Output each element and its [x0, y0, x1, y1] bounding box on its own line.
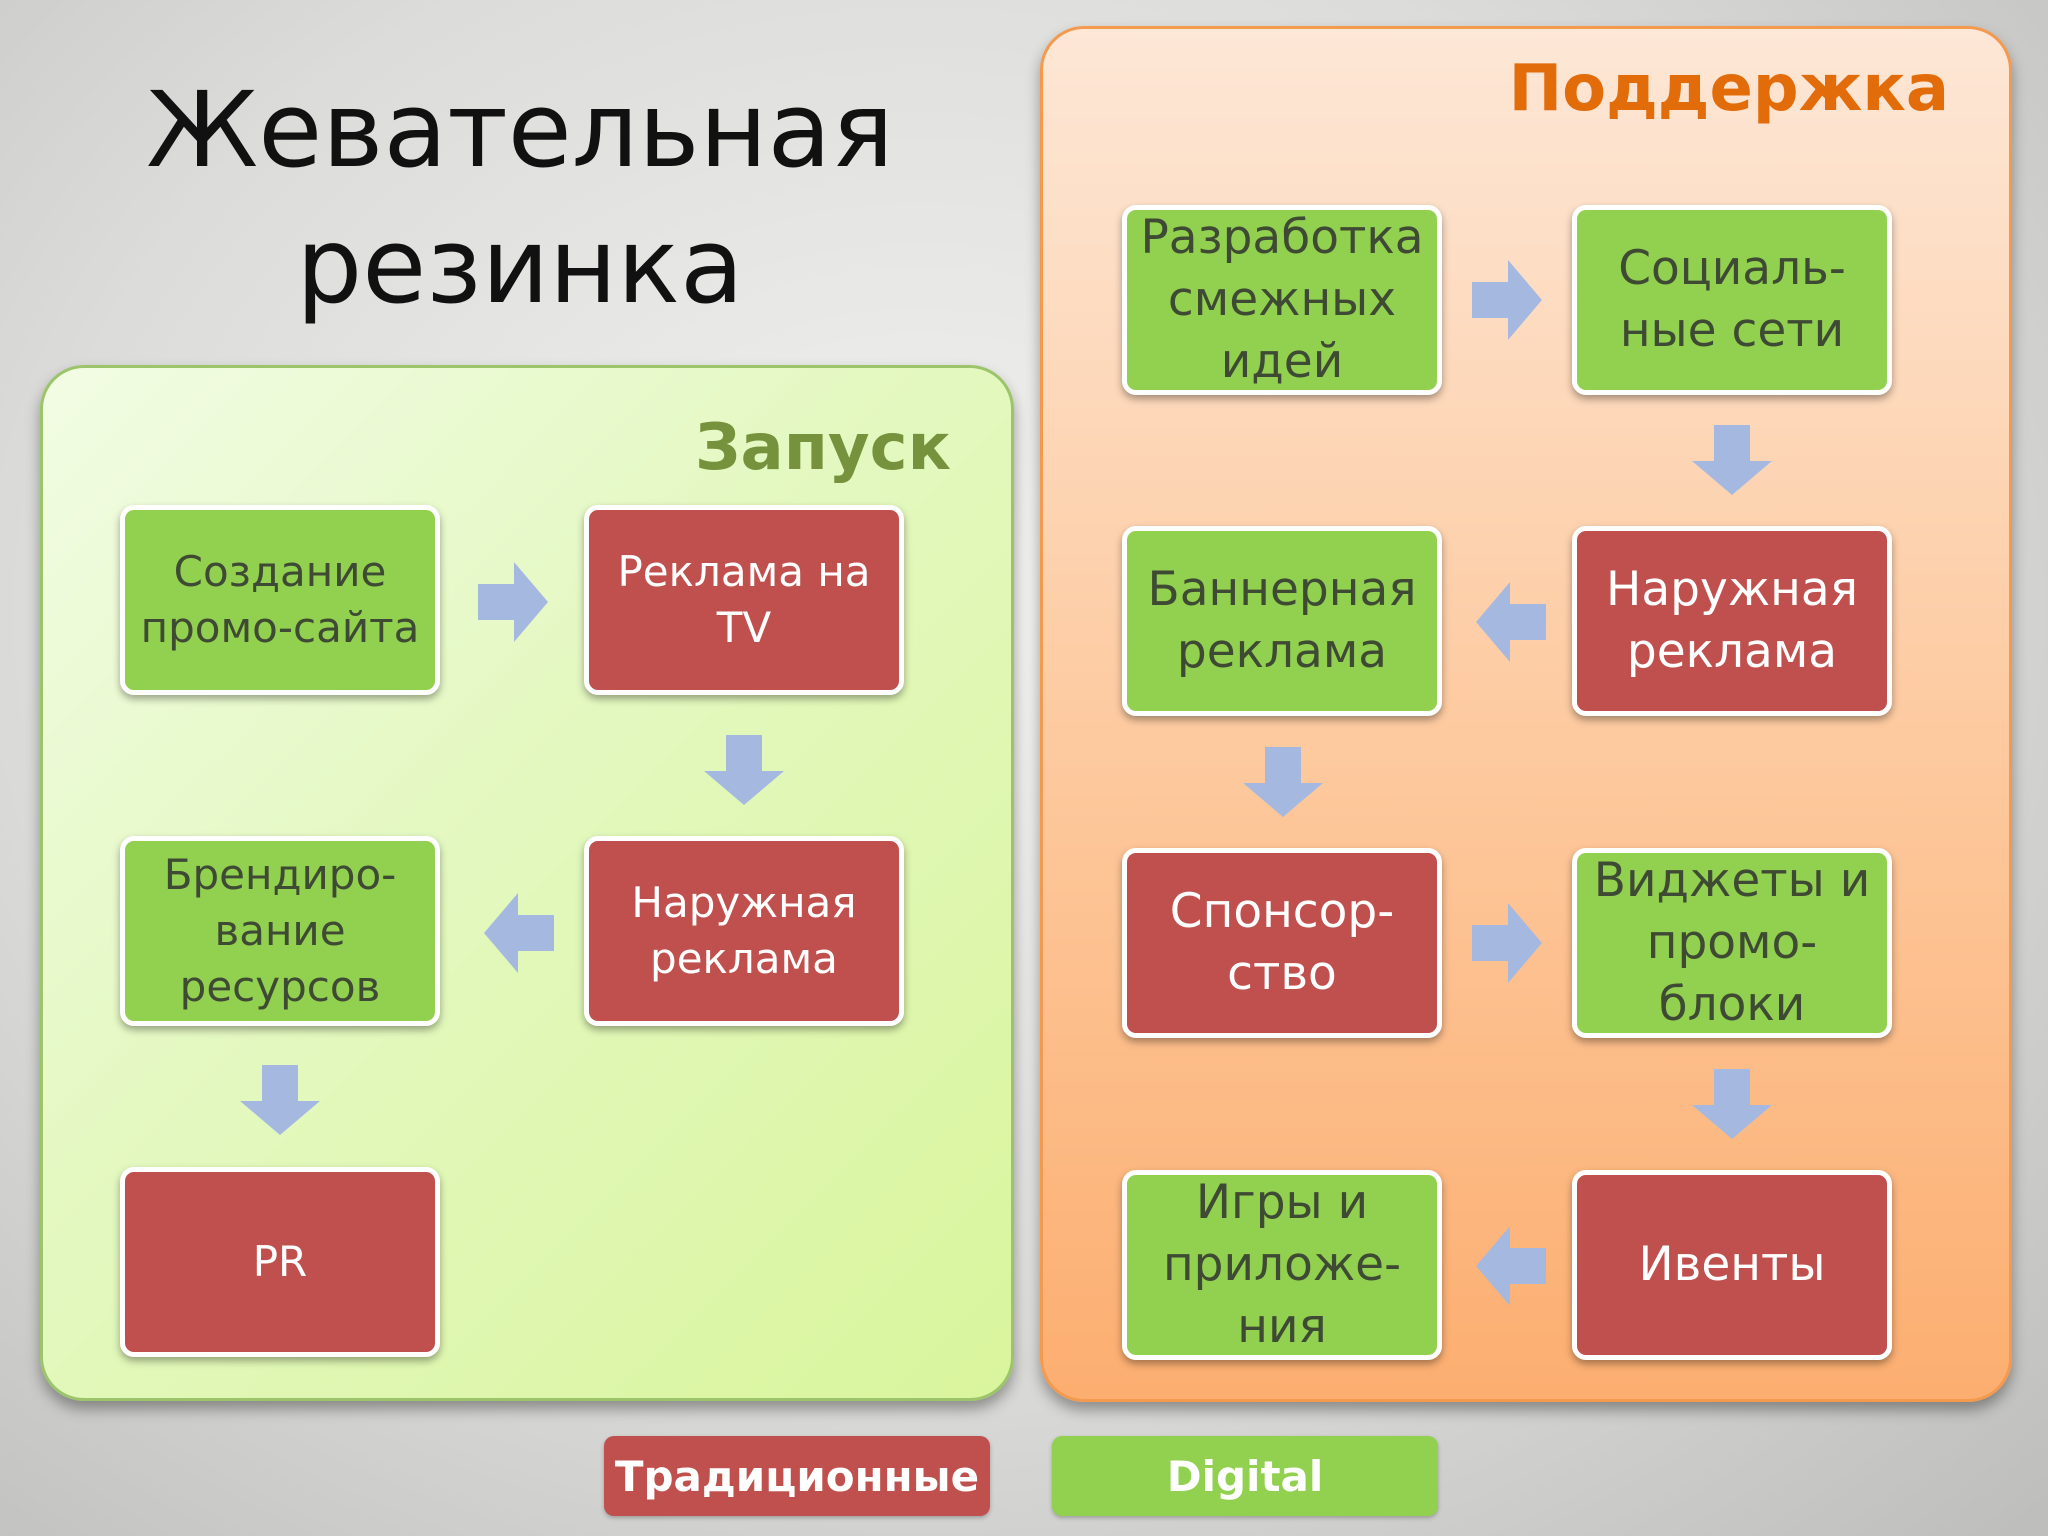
arrow-right-icon [1472, 260, 1542, 340]
support-box-social-networks-label: Социаль- ные сети [1618, 241, 1846, 358]
support-box-banner-ads-label: Баннерная реклама [1147, 562, 1417, 679]
support-panel-title: Поддержка [1508, 52, 1949, 126]
arrow-left-icon [1476, 1226, 1546, 1306]
support-box-games-apps-label: Игры и приложе- ния [1162, 1175, 1402, 1354]
support-box-banner-ads: Баннерная реклама [1122, 526, 1442, 716]
arrow-down-icon [704, 735, 784, 805]
support-box-related-ideas-label: Разработка смежных идей [1140, 210, 1424, 389]
launch-box-outdoor-ads: Наружная реклама [584, 836, 904, 1026]
support-box-widgets-label: Виджеты и промо- блоки [1593, 853, 1871, 1032]
launch-box-tv-ads: Реклама на TV [584, 505, 904, 695]
launch-box-pr-label: PR [252, 1237, 308, 1286]
arrow-down-icon [1692, 1069, 1772, 1139]
launch-box-outdoor-ads-label: Наружная реклама [631, 878, 857, 983]
arrow-right-icon [1472, 903, 1542, 983]
launch-panel-title: Запуск [695, 411, 951, 485]
support-box-widgets: Виджеты и промо- блоки [1572, 848, 1892, 1038]
support-box-events: Ивенты [1572, 1170, 1892, 1360]
arrow-right-icon [478, 562, 548, 642]
launch-box-tv-ads-label: Реклама на TV [617, 547, 871, 652]
support-box-events-label: Ивенты [1638, 1237, 1826, 1292]
arrow-left-icon [1476, 582, 1546, 662]
support-box-sponsorship-label: Спонсор- ство [1169, 884, 1395, 1001]
support-box-games-apps: Игры и приложе- ния [1122, 1170, 1442, 1360]
support-box-social-networks: Социаль- ные сети [1572, 205, 1892, 395]
launch-box-branding: Брендиро- вание ресурсов [120, 836, 440, 1026]
launch-box-promo-site: Создание промо-сайта [120, 505, 440, 695]
arrow-down-icon [240, 1065, 320, 1135]
support-box-related-ideas: Разработка смежных идей [1122, 205, 1442, 395]
launch-box-branding-label: Брендиро- вание ресурсов [163, 850, 397, 1011]
arrow-down-icon [1692, 425, 1772, 495]
legend-traditional: Традиционные [604, 1436, 990, 1516]
page-title: Жевательная резинка [146, 69, 894, 327]
launch-box-pr: PR [120, 1167, 440, 1357]
legend-digital: Digital [1052, 1436, 1438, 1516]
launch-box-promo-site-label: Создание промо-сайта [140, 547, 420, 652]
arrow-down-icon [1243, 747, 1323, 817]
support-box-outdoor-ads-label: Наружная реклама [1606, 562, 1858, 679]
arrow-left-icon [484, 893, 554, 973]
support-box-sponsorship: Спонсор- ство [1122, 848, 1442, 1038]
support-box-outdoor-ads: Наружная реклама [1572, 526, 1892, 716]
